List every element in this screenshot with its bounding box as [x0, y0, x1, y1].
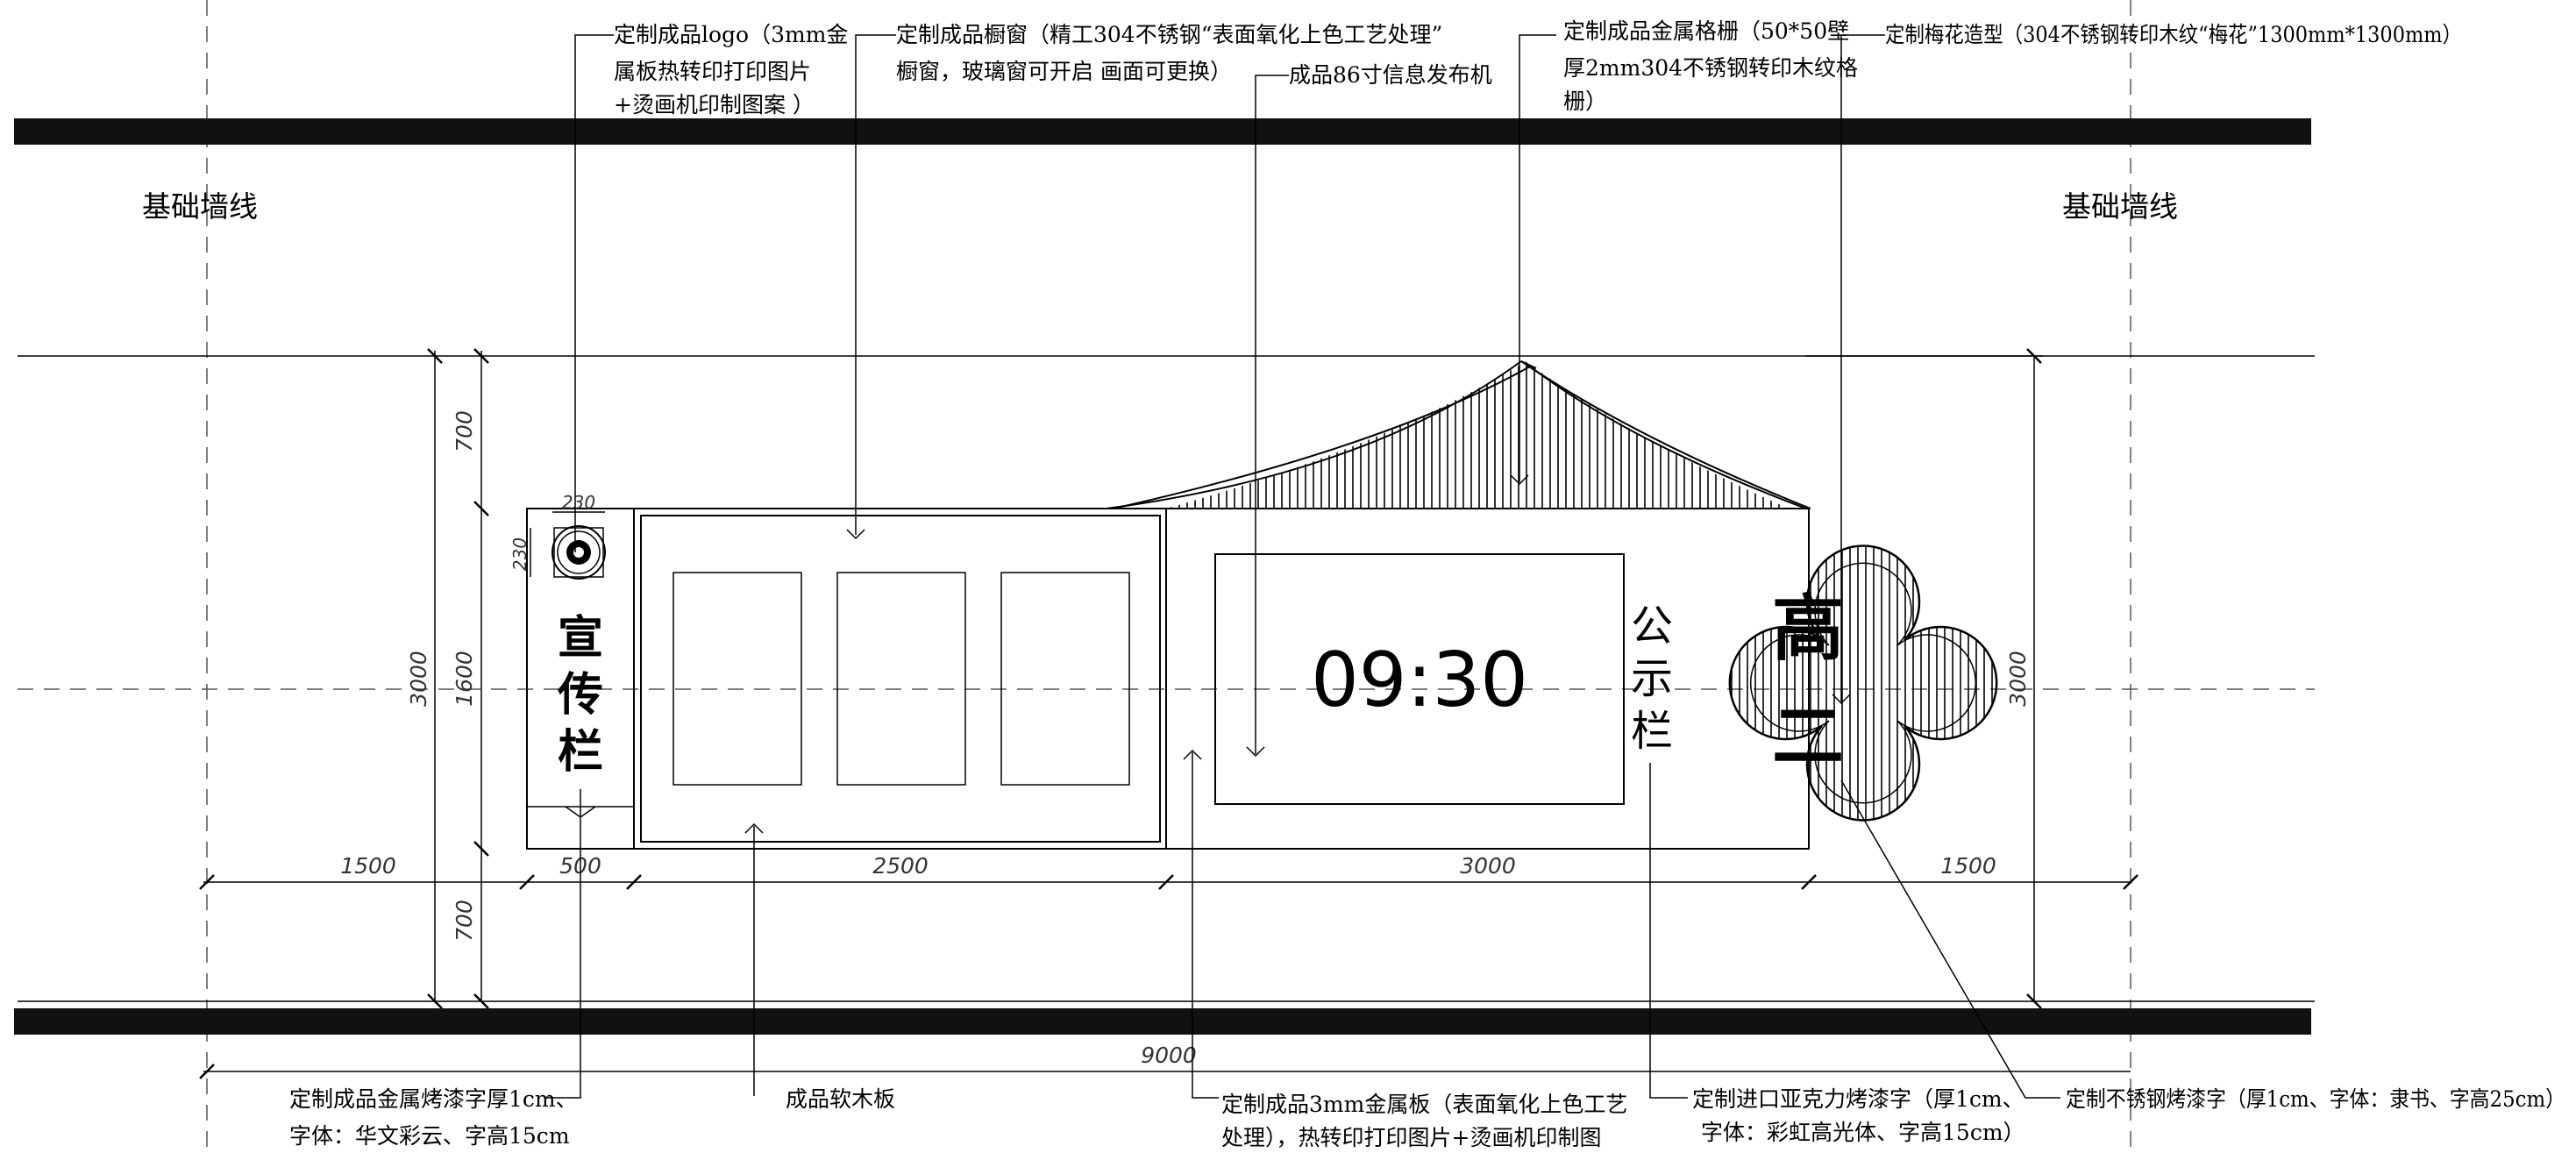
notice-char-2: 示: [1631, 654, 1673, 703]
dim-screen-section: 3000: [1460, 853, 1516, 879]
plum-char-1: 高: [1772, 587, 1844, 671]
display-board: 宣 传 栏 09:30 公 示 栏 高 二: [526, 360, 1998, 850]
foundation-wall-bottom: [14, 1008, 2311, 1035]
dim-bottom-700: 700: [452, 900, 477, 942]
note-metal-text-line2: 字体：华文彩云、字高15cm: [289, 1123, 570, 1149]
dim-logo-width: 230: [562, 492, 595, 513]
note-screen: 成品86寸信息发布机: [1289, 62, 1492, 88]
title-char-3: 栏: [558, 725, 603, 779]
screen-clock: 09:30: [1311, 637, 1528, 724]
wall-label-left: 基础墙线: [142, 189, 258, 224]
note-logo-line3: +烫画机印制图案 ）: [614, 92, 815, 117]
note-logo-line2: 属板热转印打印图片: [614, 59, 811, 84]
note-window-line1: 定制成品橱窗（精工304不锈钢“表面氧化上色工艺处理”: [896, 22, 1442, 47]
dim-left-3000: 3000: [406, 651, 431, 707]
foundation-wall-top: [14, 118, 2311, 145]
note-metal-plate-line1: 定制成品3mm金属板（表面氧化上色工艺: [1221, 1092, 1627, 1117]
note-logo-line1: 定制成品logo（3mm金: [614, 22, 848, 47]
note-plum: 定制梅花造型（304不锈钢转印木纹“梅花”1300mm*1300mm）: [1885, 22, 2462, 47]
dim-left-margin: 1500: [340, 853, 396, 879]
board-frame: [526, 508, 1810, 850]
note-acrylic-line2: 字体：彩虹高光体、字高15cm）: [1701, 1120, 2025, 1145]
wall-label-right: 基础墙线: [2062, 189, 2178, 224]
showcase-window: [640, 515, 1161, 843]
note-window-line2: 橱窗，玻璃窗可开启 画面可更换）: [896, 59, 1232, 84]
note-grille-line3: 栅）: [1563, 89, 1607, 114]
dim-showcase: 2500: [872, 853, 929, 879]
note-cork: 成品软木板: [786, 1086, 895, 1112]
logo-badge: [551, 525, 606, 580]
note-grille-line2: 厚2mm304不锈钢转印木纹格: [1563, 55, 1858, 81]
title-char-1: 宣: [558, 611, 603, 665]
dim-top-700: 700: [452, 410, 477, 452]
cork-panel-2: [836, 572, 966, 786]
dim-total-width: 9000: [1141, 1043, 1197, 1068]
dim-board-1600: 1600: [452, 651, 477, 707]
dim-right-margin: 1500: [1940, 853, 1996, 879]
note-metal-text-line1: 定制成品金属烤漆字厚1cm、: [289, 1086, 578, 1112]
note-acrylic-line1: 定制进口亚克力烤漆字（厚1cm、: [1692, 1086, 2025, 1112]
note-grille-line1: 定制成品金属格栅（50*50壁: [1563, 18, 1849, 44]
note-metal-plate-line2: 处理），热转印打印图片+烫画机印制图: [1221, 1125, 1601, 1150]
plum-char-2: 二: [1772, 694, 1844, 779]
cork-panel-3: [1000, 572, 1130, 786]
curved-roof: [1106, 360, 1811, 509]
dim-right-3000: 3000: [2005, 651, 2031, 707]
cork-panel-1: [672, 572, 802, 786]
dim-logo-height: 230: [509, 537, 530, 571]
notice-char-1: 公: [1631, 601, 1673, 651]
note-steel-text: 定制不锈钢烤漆字（厚1cm、字体：隶书、字高25cm）: [2066, 1086, 2565, 1112]
dimension-lines: [199, 348, 2138, 1079]
plum-blossom-emblem: 高 二: [1728, 544, 1998, 822]
notice-char-3: 栏: [1631, 707, 1673, 756]
title-char-2: 传: [557, 668, 603, 722]
leader-lines: [546, 34, 2060, 1099]
info-screen: [1214, 553, 1625, 805]
